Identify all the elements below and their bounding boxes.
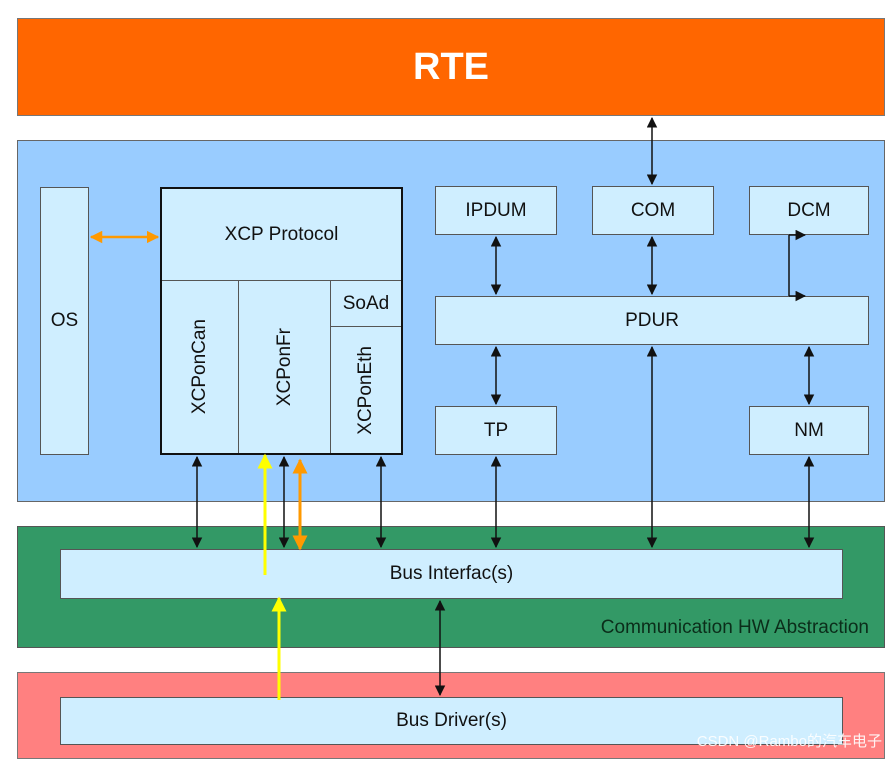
com-label: COM [630,199,676,221]
watermark: CSDN @Rambo的汽车电子 [696,733,882,750]
dcm-module: DCM [749,186,869,235]
xcp-on-fr-module: XCPonFr [239,281,331,453]
ipdum-module: IPDUM [435,186,557,235]
soad-module: SoAd [331,281,401,327]
tp-module: TP [435,406,557,455]
nm-label: NM [794,419,824,441]
comm-hw-abstraction-label: Communication HW Abstraction [600,617,869,638]
rte-layer: RTE [17,18,885,116]
soad-label: SoAd [342,292,390,314]
bus-driver-label: Bus Driver(s) [396,710,507,731]
xcp-on-eth-module: XCPonEth [331,327,401,453]
pdur-module: PDUR [435,296,869,345]
bus-interface-label: Bus Interfac(s) [389,563,514,584]
bus-driver-module: Bus Driver(s) [60,697,843,745]
xcp-protocol-module: XCP Protocol [162,189,401,281]
pdur-label: PDUR [625,309,679,331]
ipdum-label: IPDUM [465,199,527,221]
xcp-on-can-module: XCPonCan [162,281,239,453]
bus-interface-module: Bus Interfac(s) [60,549,843,599]
dcm-label: DCM [787,199,831,221]
xcp-protocol-label: XCP Protocol [224,223,339,245]
os-label: OS [50,310,79,331]
tp-label: TP [483,419,509,441]
os-module: OS [40,187,89,455]
nm-module: NM [749,406,869,455]
com-module: COM [592,186,714,235]
